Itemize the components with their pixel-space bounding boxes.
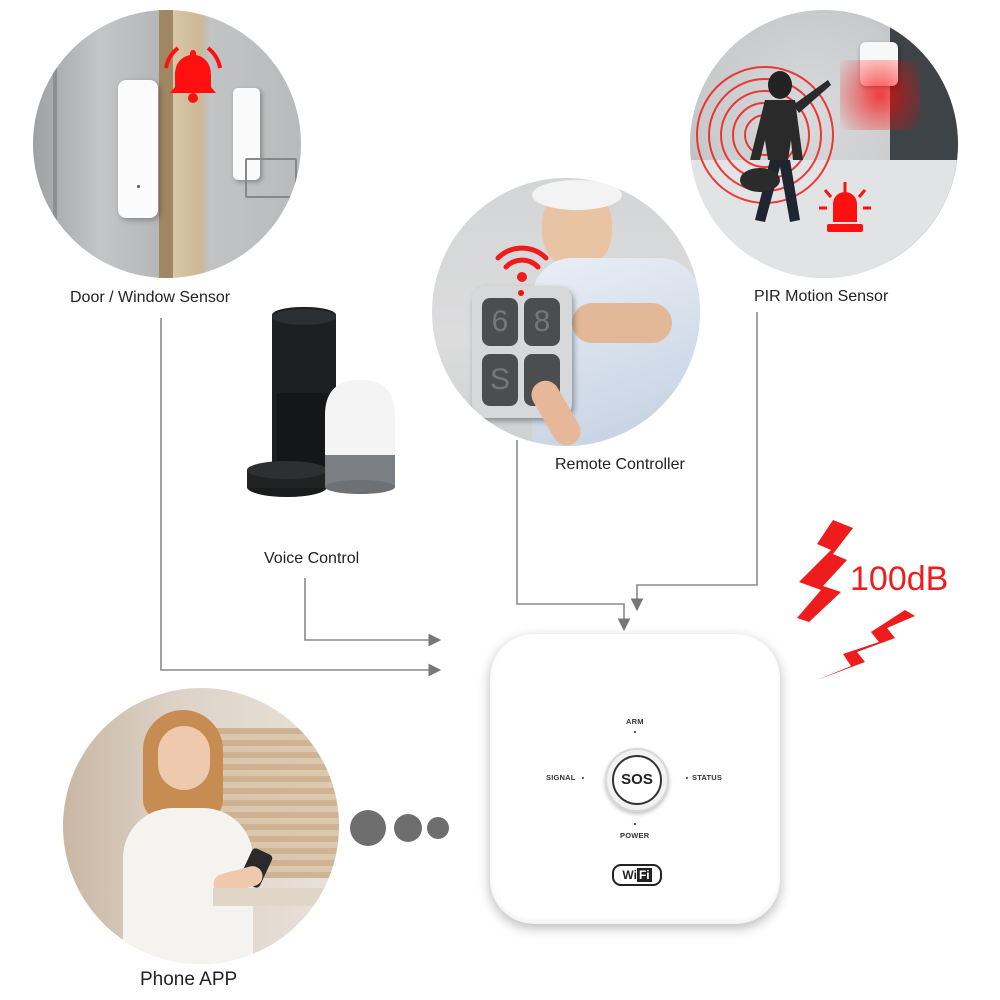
wifi-signal-icon xyxy=(495,245,549,282)
siren-light-icon xyxy=(819,182,871,232)
remote-button-3: S xyxy=(482,354,518,406)
door-sensor-label: Door / Window Sensor xyxy=(70,289,231,306)
door-sensor-image xyxy=(33,10,301,278)
door-sensor-device xyxy=(118,80,158,218)
remote-label: Remote Controller xyxy=(555,456,685,473)
wifi-logo-wi: Wi xyxy=(622,868,637,882)
hub-power-label: POWER xyxy=(620,831,650,840)
intruder-figure xyxy=(740,71,831,222)
connection-dot-small xyxy=(427,817,449,839)
alarm-bell-icon xyxy=(164,46,222,103)
sound-bolt-icon xyxy=(797,520,915,680)
pir-sensor-image xyxy=(690,10,958,278)
voice-label: Voice Control xyxy=(264,550,360,567)
remote-connector xyxy=(516,440,631,632)
remote-button-2: 8 xyxy=(524,298,560,346)
remote-button-1: 6 xyxy=(482,298,518,346)
smart-speakers-image xyxy=(247,307,395,497)
door-sensor-connector xyxy=(160,318,442,677)
voice-connector xyxy=(304,578,442,647)
connection-dot-medium xyxy=(394,814,422,842)
wifi-logo-fi: Fi xyxy=(636,868,652,882)
remote-image: 6 8 S xyxy=(432,178,700,446)
pir-sensor-label: PIR Motion Sensor xyxy=(754,288,889,305)
hub-arm-label: ARM xyxy=(626,717,644,726)
pir-connector xyxy=(630,312,758,612)
hub-status-label: STATUS xyxy=(692,773,723,782)
phone-app-label: Phone APP xyxy=(140,969,238,990)
siren-level: 100dB xyxy=(850,560,949,598)
connection-dot-large xyxy=(350,810,386,846)
hub-signal-label: SIGNAL xyxy=(546,773,576,782)
sos-button[interactable]: SOS xyxy=(605,748,669,812)
phone-app-image xyxy=(63,688,339,964)
sos-label: SOS xyxy=(612,755,662,805)
